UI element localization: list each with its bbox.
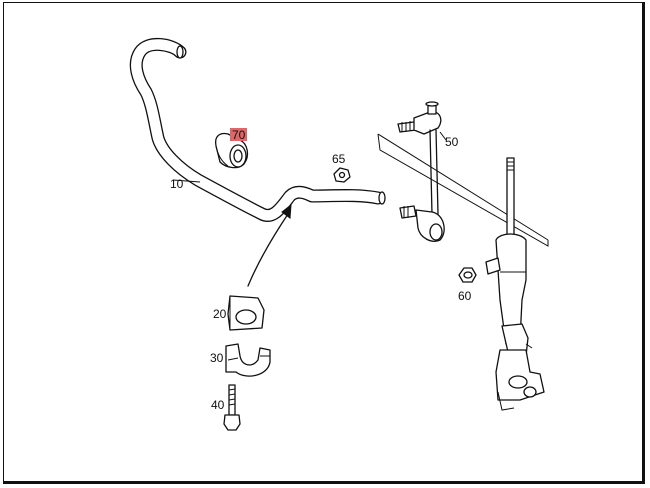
callout-50: 50 — [445, 135, 459, 149]
mount-bracket[interactable] — [225, 343, 271, 377]
leader-50 — [439, 131, 447, 141]
callout-70: 70 — [232, 128, 246, 142]
mount-housing[interactable] — [227, 295, 265, 331]
nut-65[interactable] — [333, 167, 351, 183]
callout-40: 40 — [211, 398, 225, 412]
stabilizer-link[interactable] — [397, 101, 445, 242]
rubber-bushing[interactable] — [214, 132, 249, 169]
callout-70-highlight — [230, 128, 247, 141]
callout-10: 10 — [170, 177, 184, 191]
shock-strut[interactable] — [377, 133, 549, 411]
arrow-indicator — [247, 203, 292, 287]
bolt-40[interactable] — [223, 384, 241, 431]
callout-65: 65 — [332, 152, 346, 166]
leader-10 — [172, 179, 201, 183]
callout-60: 60 — [458, 289, 472, 303]
nut-60[interactable] — [458, 267, 477, 283]
callout-30: 30 — [210, 351, 224, 365]
diagram-frame — [3, 2, 645, 484]
callout-20: 20 — [213, 307, 227, 321]
stabilizer-bar[interactable] — [129, 38, 386, 222]
